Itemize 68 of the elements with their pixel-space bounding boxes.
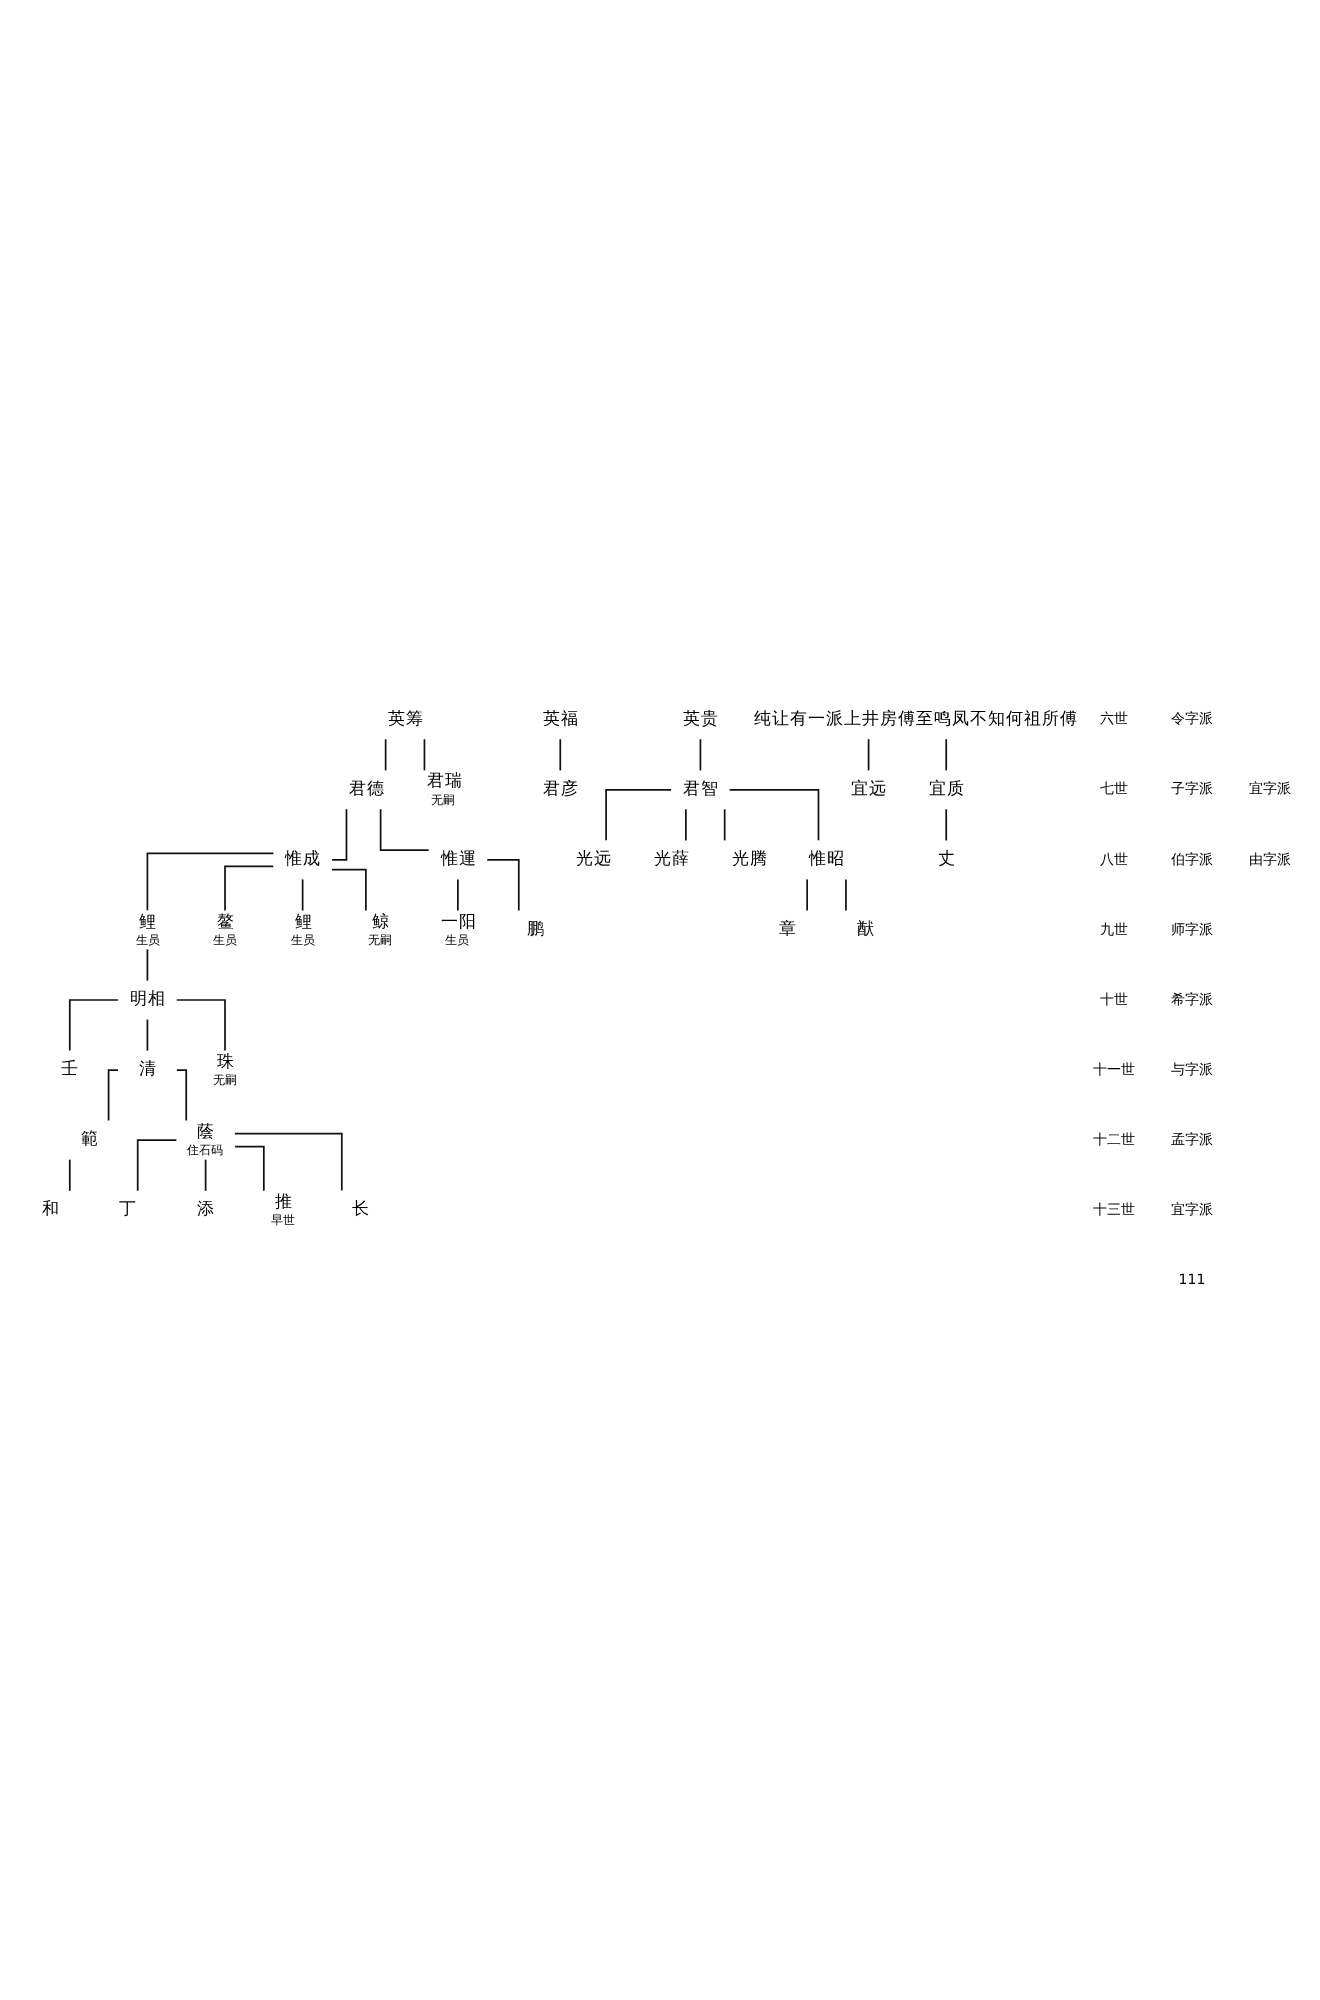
node-text: 长 <box>352 1200 371 1221</box>
node-text: 丈 <box>937 849 956 870</box>
node-text: 惟運 <box>440 849 477 870</box>
connector <box>806 878 808 912</box>
node-text: 明相 <box>130 990 167 1011</box>
node-text: 英筹 <box>387 709 424 730</box>
connector <box>146 852 275 912</box>
node-text: 光腾 <box>731 849 768 870</box>
connector <box>605 788 672 842</box>
connector <box>233 1132 343 1192</box>
connector <box>945 738 948 772</box>
connector <box>945 808 948 842</box>
node-text: 惟成 <box>285 849 322 870</box>
connector <box>331 808 348 861</box>
connector <box>224 865 275 912</box>
node-text: 蔭 <box>196 1122 215 1143</box>
connector <box>384 738 387 772</box>
node-text: 珠 <box>216 1052 235 1073</box>
node-text: 君瑞 <box>426 772 463 793</box>
node-text: 鹏 <box>526 920 545 941</box>
connector <box>301 878 304 912</box>
node-text: 丁 <box>119 1200 138 1221</box>
connector <box>146 948 149 982</box>
connector <box>68 999 119 1052</box>
node-text: 猷 <box>856 920 875 941</box>
connector <box>723 808 726 842</box>
connector <box>175 999 226 1052</box>
connector <box>699 738 702 772</box>
connector <box>146 1018 149 1052</box>
node-text: 鲸 <box>372 912 391 933</box>
node-text: 推 <box>275 1192 294 1213</box>
node-text: 纯让有一派上井房傅至鸣凤不知何祖所傅 <box>754 709 1079 730</box>
node-text: 光远 <box>576 849 613 870</box>
connector <box>728 788 820 842</box>
node-text: 宜质 <box>928 779 965 800</box>
connector <box>423 738 426 772</box>
connector <box>175 1069 188 1122</box>
node-text: 君彦 <box>543 779 580 800</box>
connector <box>457 878 459 912</box>
connector <box>107 1069 119 1122</box>
node-text: 宜远 <box>851 779 888 800</box>
node-text: 君智 <box>683 779 720 800</box>
connector <box>685 808 687 842</box>
node-text: 英福 <box>543 709 580 730</box>
node-text: 鲤 <box>294 912 313 933</box>
node-text: 清 <box>138 1060 157 1081</box>
node-text: 壬 <box>61 1060 80 1081</box>
node-text: 英贵 <box>683 709 720 730</box>
connector <box>204 1158 207 1192</box>
node-text: 惟昭 <box>809 849 846 870</box>
connector <box>331 868 367 912</box>
connector <box>867 738 870 772</box>
connector <box>559 738 562 772</box>
connector <box>136 1139 178 1192</box>
node-text: 一阳 <box>440 912 477 933</box>
node-text: 添 <box>196 1200 215 1221</box>
connector <box>845 878 847 912</box>
node-text: 鳌 <box>216 912 235 933</box>
node-text: 章 <box>779 920 798 941</box>
connector <box>486 859 520 912</box>
node-text: 光薛 <box>654 849 691 870</box>
connector <box>379 808 430 851</box>
node-text: 和 <box>41 1200 60 1221</box>
node-text: 範 <box>80 1130 99 1151</box>
node-text: 鲤 <box>139 912 158 933</box>
connector <box>68 1158 71 1192</box>
node-text: 君德 <box>348 779 385 800</box>
connector <box>234 1145 265 1192</box>
